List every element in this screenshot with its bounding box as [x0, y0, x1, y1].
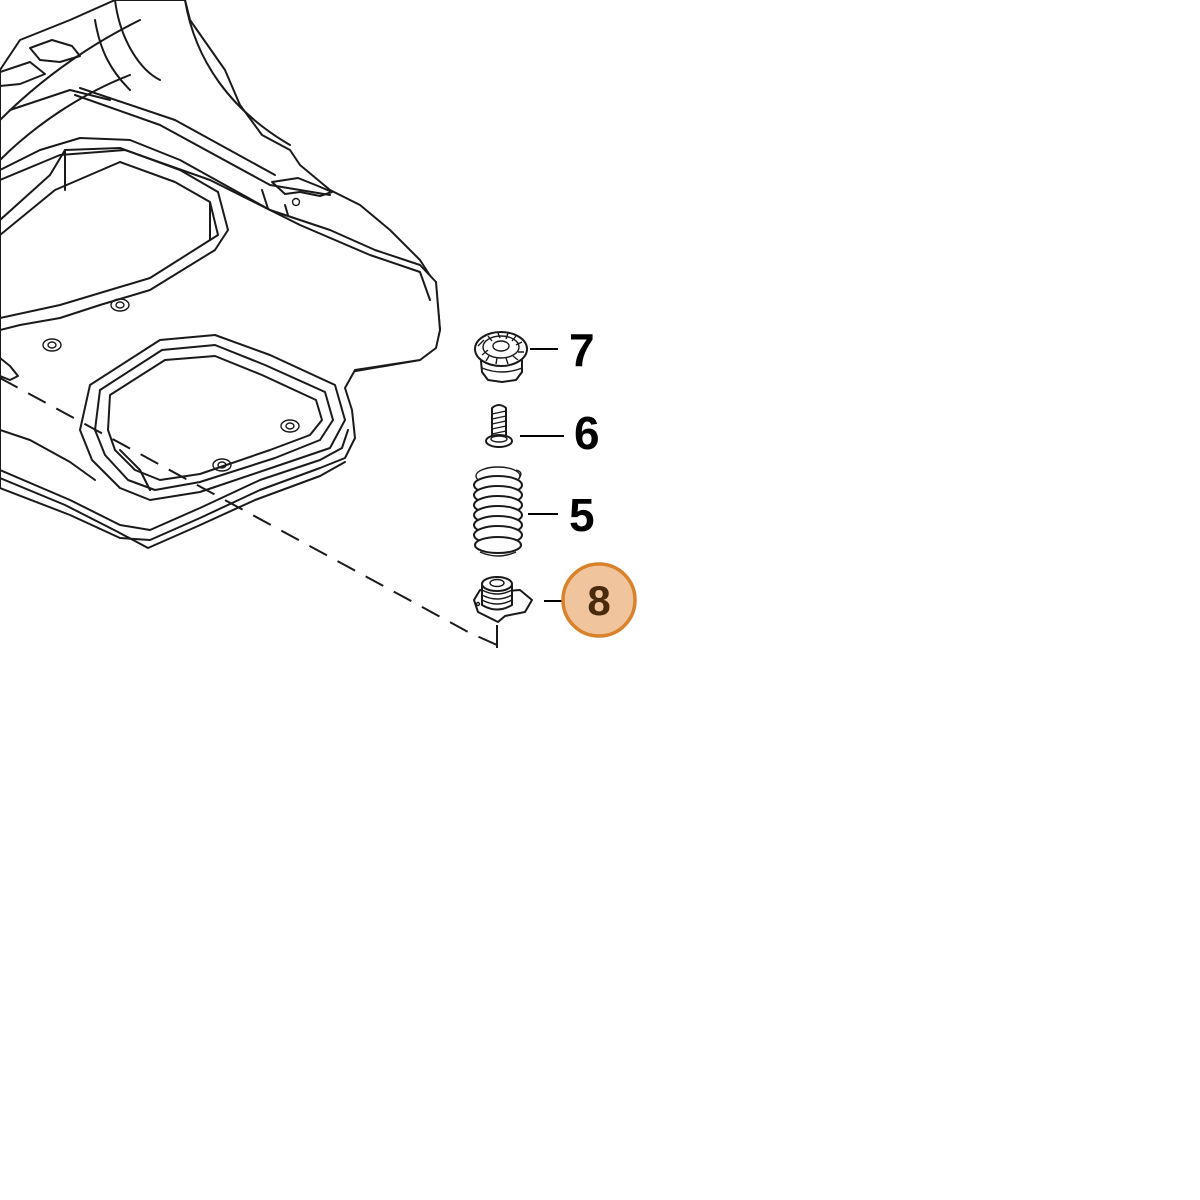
part-6-screw — [485, 404, 513, 448]
part-label-8: 8 — [587, 577, 610, 624]
part-label-5: 5 — [569, 489, 595, 541]
part-label-7: 7 — [569, 324, 595, 376]
part-5-coil-spring — [473, 466, 523, 557]
highlight-circle-8 — [561, 562, 637, 638]
assembly-dashed-line — [0, 377, 498, 648]
part-label-6: 6 — [574, 407, 600, 459]
part-7-knurled-cap — [474, 331, 528, 383]
part-8-threaded-base — [473, 576, 533, 623]
highlighted-callout-8[interactable]: 8 — [561, 562, 637, 638]
housing-base-plate — [0, 0, 441, 549]
